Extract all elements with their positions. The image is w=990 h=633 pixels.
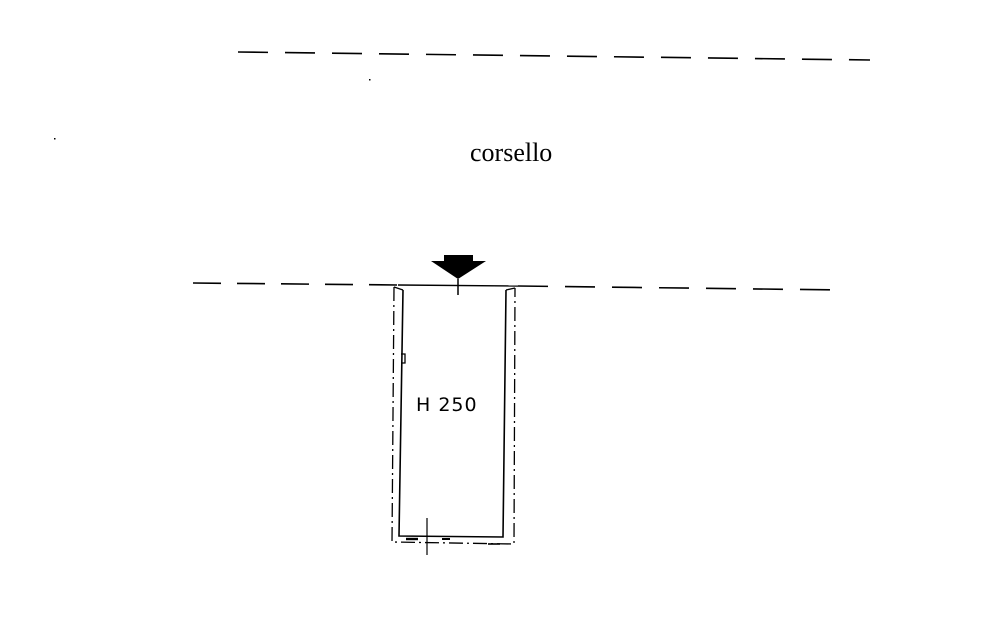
entrance-arrow-icon <box>431 255 486 295</box>
room-outline <box>391 286 516 555</box>
scan-specks <box>54 79 371 140</box>
room-height-label: H 250 <box>416 394 478 416</box>
corridor-upper-boundary <box>237 51 871 61</box>
corridor-label: corsello <box>470 138 552 167</box>
corridor-lower-boundary-right <box>517 285 843 291</box>
corridor-lower-boundary-left <box>192 282 399 286</box>
